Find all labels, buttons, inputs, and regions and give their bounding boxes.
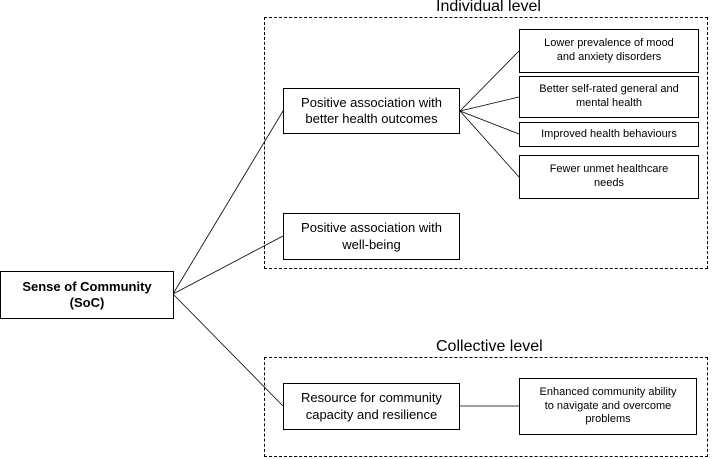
link-health-mood bbox=[459, 50, 520, 112]
health-behaviours-box: Improved health behaviours bbox=[519, 122, 699, 147]
collective-level-group bbox=[264, 357, 708, 457]
collective-level-title: Collective level bbox=[434, 338, 545, 356]
link-health-behaviours bbox=[459, 110, 520, 135]
sense-of-community-label: Sense of Community(SoC) bbox=[22, 278, 152, 310]
individual-level-group bbox=[264, 17, 708, 269]
link-health-selfrated bbox=[459, 96, 520, 112]
sense-of-community-box: Sense of Community(SoC) bbox=[0, 271, 174, 319]
individual-level-title: Individual level bbox=[434, 0, 543, 16]
link-health-unmet bbox=[459, 110, 520, 178]
health-behaviours-label: Improved health behaviours bbox=[541, 127, 677, 140]
